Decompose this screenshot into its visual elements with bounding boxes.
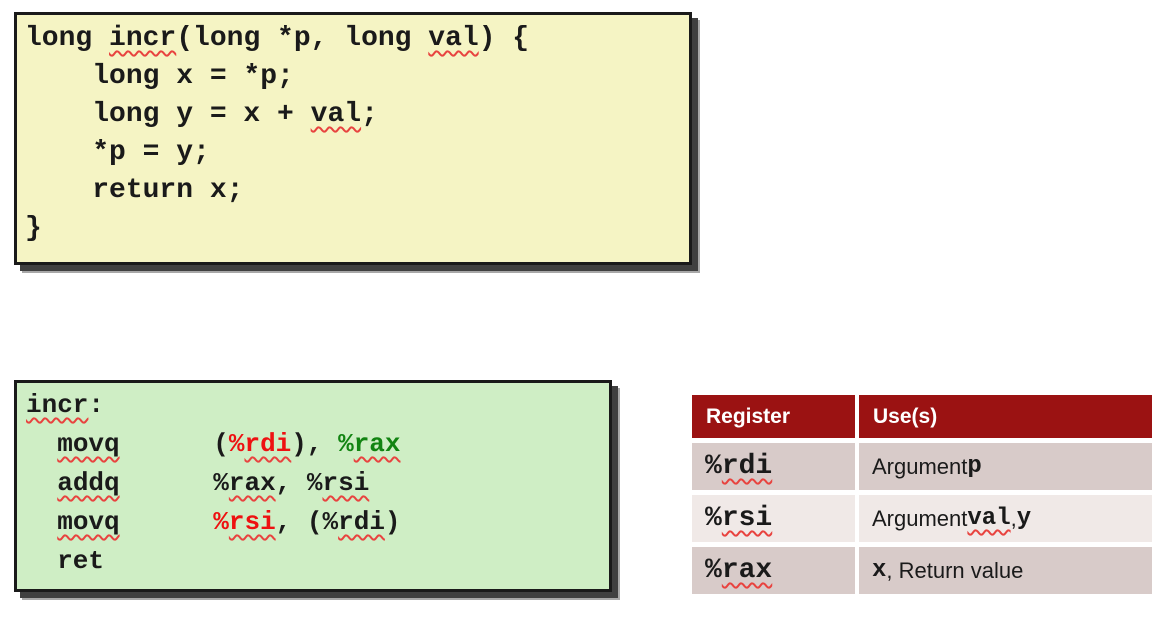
- code-token: rsi: [322, 468, 370, 498]
- code-token: ,: [1010, 505, 1017, 531]
- code-token: %: [705, 503, 722, 534]
- code-line: }: [25, 210, 681, 248]
- code-token: , Return value: [886, 557, 1024, 583]
- code-token: addq: [57, 468, 120, 498]
- code-line: *p = y;: [25, 134, 681, 172]
- register-cell-rsi: %rsi: [692, 495, 855, 542]
- code-line: long incr(long *p, long val) {: [25, 20, 681, 58]
- code-token: %: [705, 555, 722, 586]
- register-cell-rax: %rax: [692, 547, 855, 594]
- code-token: incr: [26, 390, 89, 420]
- code-line: movq (%rdi), %rax: [26, 425, 600, 464]
- register-table: Register Use(s) %rdi Argument p %rsi Arg…: [692, 395, 1152, 594]
- code-line: addq %rax, %rsi: [26, 464, 600, 503]
- code-token: (long *p, long: [176, 23, 429, 54]
- code-line: ret: [26, 542, 600, 581]
- code-token: rdi: [721, 451, 773, 482]
- code-token: long x = *p;: [25, 61, 294, 92]
- code-token: val: [967, 505, 1011, 532]
- code-token: return x;: [25, 175, 244, 206]
- code-token: rax: [721, 555, 773, 586]
- code-token: y: [1016, 505, 1032, 532]
- code-token: ret: [26, 546, 105, 576]
- code-token: x: [872, 557, 887, 584]
- code-token: Argument: [872, 505, 968, 531]
- code-line: long x = *p;: [25, 58, 681, 96]
- code-token: [26, 468, 57, 498]
- code-token: [120, 507, 214, 537]
- code-token: *p = y;: [25, 137, 210, 168]
- code-token: rdi: [244, 429, 292, 459]
- code-token: %: [119, 468, 229, 498]
- code-token: p: [967, 453, 982, 480]
- code-token: long: [25, 23, 110, 54]
- code-token: [26, 507, 57, 537]
- code-token: }: [25, 213, 42, 244]
- code-token: (: [119, 429, 229, 459]
- code-token: , (%: [275, 507, 339, 537]
- code-token: Argument: [872, 453, 968, 479]
- use-cell-rax: x, Return value: [859, 547, 1152, 594]
- code-token: movq: [57, 429, 120, 459]
- table-header-register: Register: [692, 395, 855, 438]
- code-token: %: [228, 429, 245, 459]
- code-token: %: [705, 451, 722, 482]
- code-token: val: [428, 23, 479, 54]
- code-token: ;: [361, 99, 378, 130]
- code-token: %: [213, 507, 229, 537]
- code-token: ) {: [478, 23, 530, 54]
- code-token: incr: [109, 23, 177, 54]
- code-line: incr:: [26, 386, 600, 425]
- use-cell-rsi: Argument val, y: [859, 495, 1152, 542]
- code-token: , %: [275, 468, 323, 498]
- code-token: ): [384, 507, 401, 537]
- code-token: movq: [57, 507, 120, 537]
- code-token: rdi: [338, 507, 385, 537]
- code-token: rsi: [228, 507, 276, 537]
- code-line: return x;: [25, 172, 681, 210]
- code-token: ),: [291, 429, 339, 459]
- table-header-uses: Use(s): [859, 395, 1152, 438]
- code-token: %: [338, 429, 354, 459]
- assembly-box: incr: movq (%rdi), %rax addq %rax, %rsi …: [14, 380, 612, 592]
- code-token: long y = x +: [25, 99, 311, 130]
- code-line: long y = x + val;: [25, 96, 681, 134]
- c-source-box: long incr(long *p, long val) { long x = …: [14, 12, 692, 265]
- code-token: [26, 429, 57, 459]
- code-token: rax: [228, 468, 276, 498]
- code-token: val: [310, 99, 362, 130]
- register-cell-rdi: %rdi: [692, 443, 855, 490]
- code-token: rax: [353, 429, 401, 459]
- code-token: :: [88, 390, 105, 420]
- code-line: movq %rsi, (%rdi): [26, 503, 600, 542]
- code-token: rsi: [721, 503, 773, 534]
- use-cell-rdi: Argument p: [859, 443, 1152, 490]
